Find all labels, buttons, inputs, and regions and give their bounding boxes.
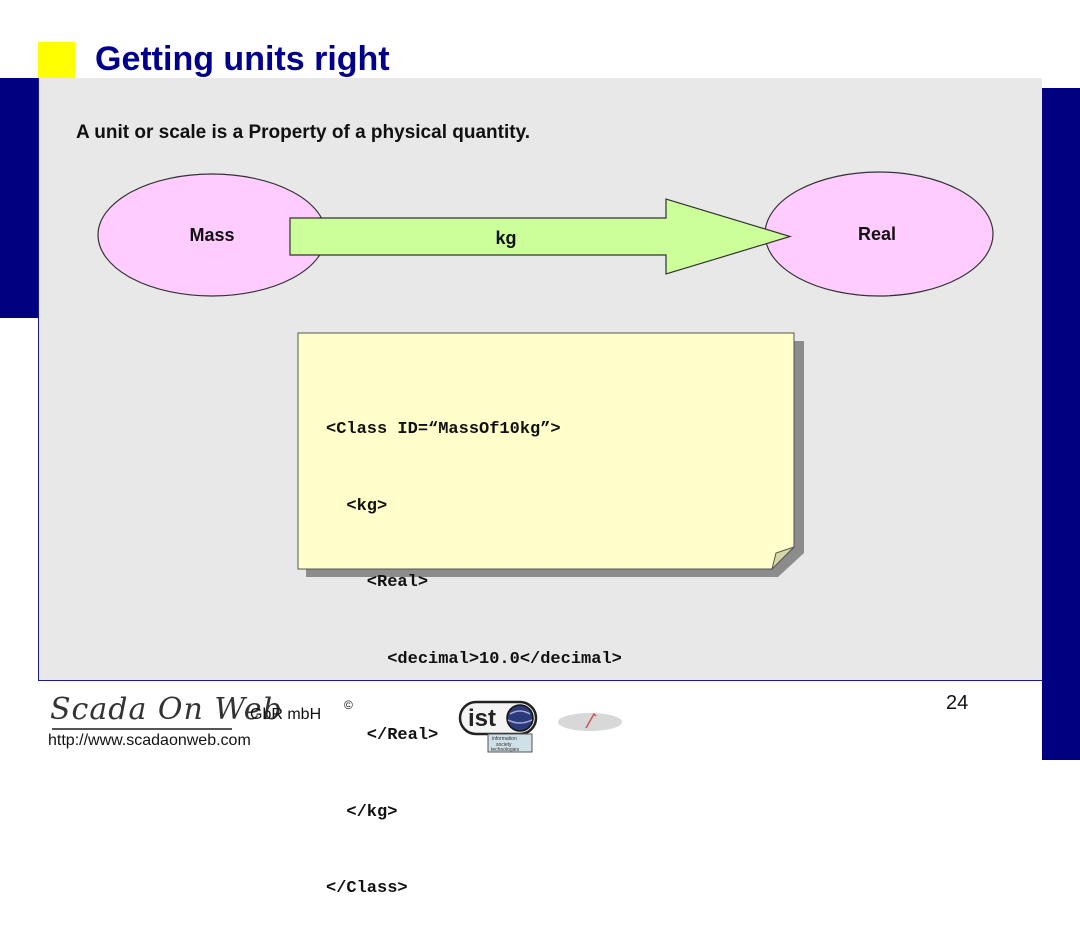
globe-icon (506, 704, 534, 732)
xml-code-block: <Class ID=“MassOf10kg”> <kg> <Real> <dec… (326, 366, 622, 927)
kg-arrow-label: kg (495, 228, 516, 248)
ist-logo-line: information (492, 736, 517, 742)
scadaonweb-logo: Scada On Web (50, 692, 283, 727)
right-accent-bar (1042, 88, 1080, 760)
company-url: http://www.scadaonweb.com (48, 732, 251, 749)
code-line: </kg> (326, 802, 398, 822)
code-note (297, 332, 804, 577)
code-line: </Real> (326, 726, 439, 745)
ist-logo-text: ist (468, 705, 496, 732)
slide-title: Getting units right (95, 40, 390, 78)
left-accent-bar (0, 78, 38, 318)
title-marker-square (38, 42, 75, 78)
code-line: <Real> (326, 573, 429, 592)
ist-logo-line: technologies (491, 747, 520, 753)
company-suffix: GbR mbH (250, 706, 322, 723)
kg-arrow (289, 198, 793, 275)
slide-subtitle: A unit or scale is a Property of a physi… (76, 122, 531, 143)
real-node-label: Real (858, 224, 896, 244)
ist-logo: ist information society technologies (458, 700, 622, 753)
logo-underline (52, 728, 232, 730)
unit-diagram: Mass Real kg (97, 171, 994, 297)
code-note-fold (771, 546, 795, 571)
code-line: <Class ID=“MassOf10kg”> (326, 420, 561, 439)
ist-logo-line: society (496, 742, 512, 748)
page-number: 24 (946, 692, 969, 714)
code-line: </Class> (326, 879, 408, 898)
code-line: <kg> (326, 496, 388, 516)
copyright-symbol: © (344, 698, 353, 712)
mass-node-label: Mass (189, 225, 234, 245)
code-line: <decimal>10.0</decimal> (326, 649, 622, 669)
